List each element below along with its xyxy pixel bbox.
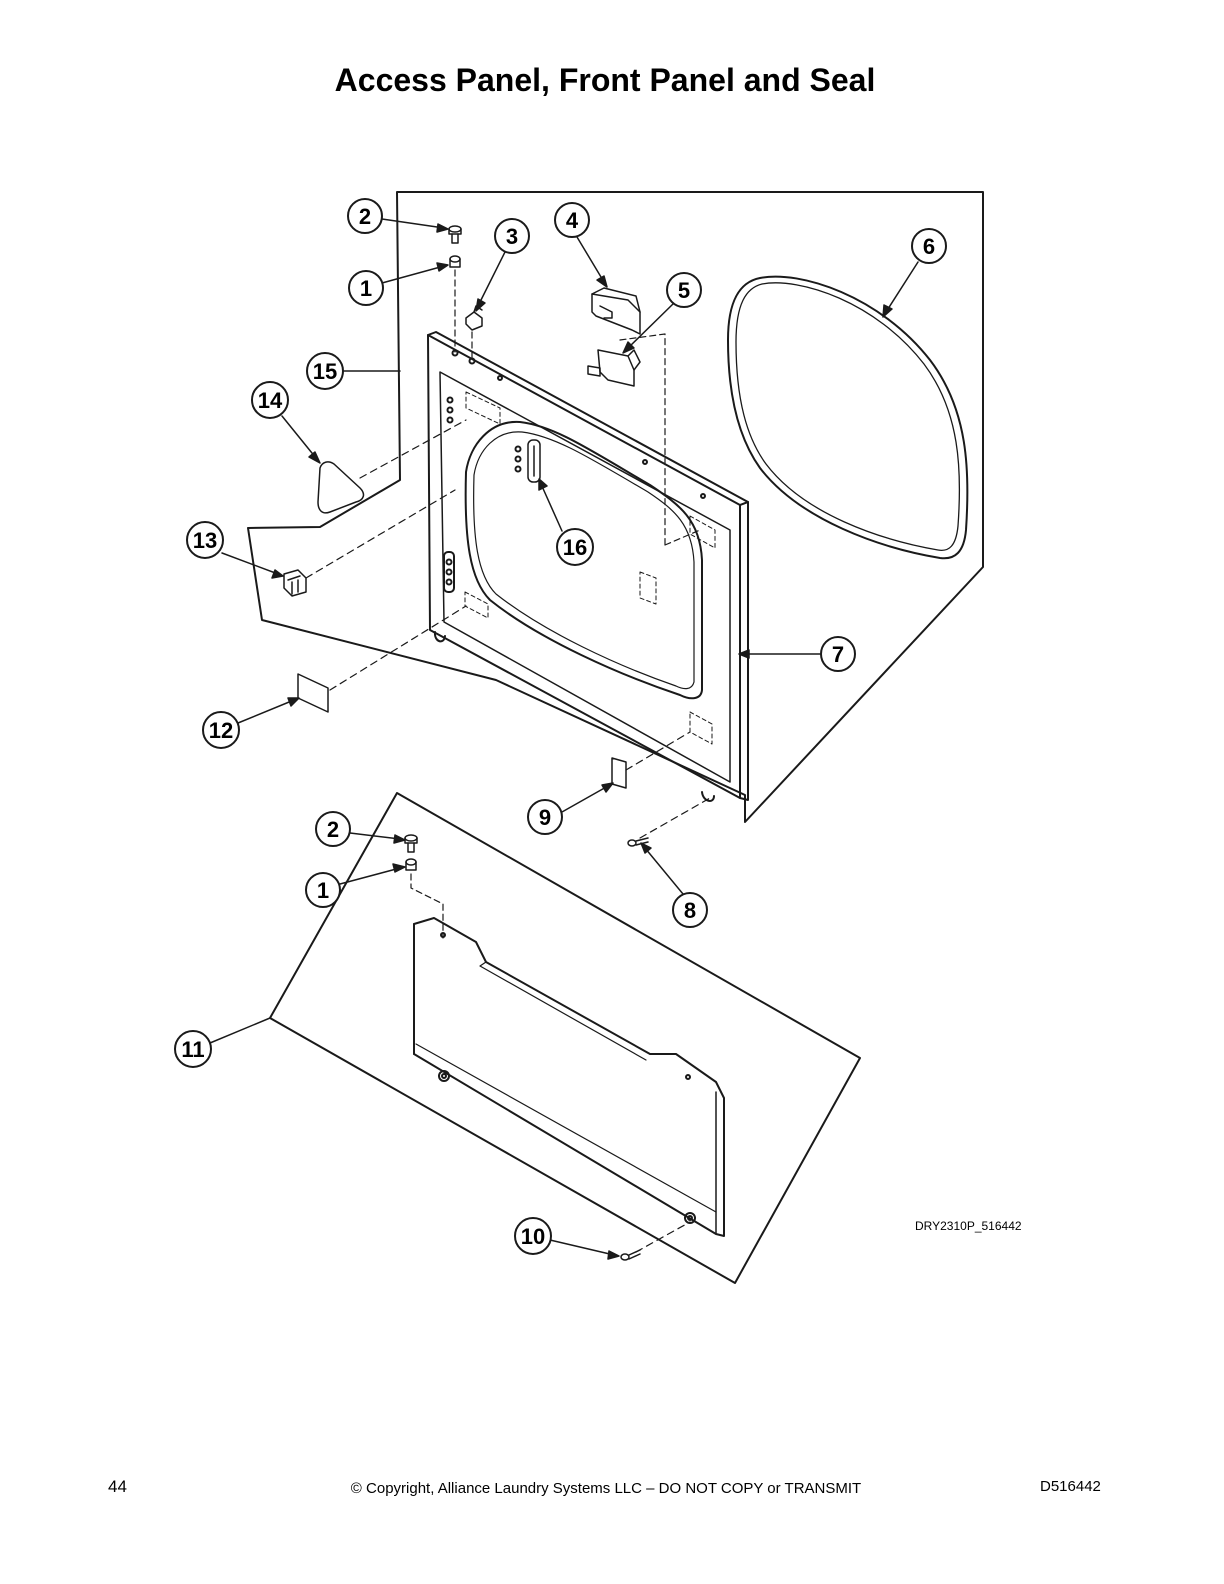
page-number: 44 xyxy=(108,1477,127,1496)
svg-text:15: 15 xyxy=(313,359,337,384)
callout-2-top: 2 xyxy=(347,198,383,234)
callout-6: 6 xyxy=(911,228,947,264)
callout-8: 8 xyxy=(672,892,708,928)
drawing-code: DRY2310P_516442 xyxy=(915,1219,1022,1233)
latch-part-13 xyxy=(283,569,307,597)
leader-lines xyxy=(209,218,919,1260)
svg-text:1: 1 xyxy=(317,878,329,903)
callout-4: 4 xyxy=(554,202,590,238)
page-title: Access Panel, Front Panel and Seal xyxy=(334,62,876,98)
svg-text:8: 8 xyxy=(684,898,696,923)
svg-text:4: 4 xyxy=(566,208,579,233)
label-part-14 xyxy=(317,461,365,514)
callout-16: 16 xyxy=(556,528,594,566)
document-number: D516442 xyxy=(1040,1478,1101,1495)
svg-text:3: 3 xyxy=(506,224,518,249)
callout-14: 14 xyxy=(251,381,289,419)
svg-text:9: 9 xyxy=(539,805,551,830)
svg-text:1: 1 xyxy=(360,276,372,301)
clip-nut-part-1-top xyxy=(449,255,461,268)
door-opening xyxy=(464,420,703,700)
door-switch-cover-part-4 xyxy=(591,287,641,335)
callout-12: 12 xyxy=(202,711,240,749)
callout-15: 15 xyxy=(306,352,344,390)
svg-text:7: 7 xyxy=(832,642,844,667)
access-assembly-group-outline xyxy=(269,792,861,1284)
callout-11: 11 xyxy=(174,1030,212,1068)
callout-5: 5 xyxy=(666,272,702,308)
callout-13: 13 xyxy=(186,521,224,559)
svg-text:16: 16 xyxy=(563,535,587,560)
svg-text:2: 2 xyxy=(359,204,371,229)
svg-text:6: 6 xyxy=(923,234,935,259)
svg-text:10: 10 xyxy=(521,1224,545,1249)
pad-part-9 xyxy=(611,757,627,789)
callout-2-access: 2 xyxy=(315,811,351,847)
door-switch-part-5 xyxy=(587,349,641,387)
svg-text:12: 12 xyxy=(209,718,233,743)
svg-text:14: 14 xyxy=(258,388,283,413)
front-panel xyxy=(427,331,749,802)
svg-text:5: 5 xyxy=(678,278,690,303)
svg-text:2: 2 xyxy=(327,817,339,842)
screw-part-2-top xyxy=(448,225,462,244)
wire-clip-part-3 xyxy=(465,305,483,331)
access-panel xyxy=(413,917,725,1237)
callout-3: 3 xyxy=(494,218,530,254)
clip-nut-part-1-access xyxy=(405,858,417,871)
callout-1-top: 1 xyxy=(348,270,384,306)
hinge-insert-part-16 xyxy=(527,439,541,483)
door-seal-part-6 xyxy=(727,275,969,560)
callout-1-access: 1 xyxy=(305,872,341,908)
svg-text:13: 13 xyxy=(193,528,217,553)
screw-part-2-access xyxy=(404,834,418,853)
callout-10: 10 xyxy=(514,1217,552,1255)
callout-9: 9 xyxy=(527,799,563,835)
front-assembly-group-outline xyxy=(247,191,984,823)
copyright-notice: © Copyright, Alliance Laundry Systems LL… xyxy=(350,1480,862,1497)
pad-part-12 xyxy=(297,673,329,713)
callout-7: 7 xyxy=(820,636,856,672)
svg-text:11: 11 xyxy=(181,1037,204,1062)
